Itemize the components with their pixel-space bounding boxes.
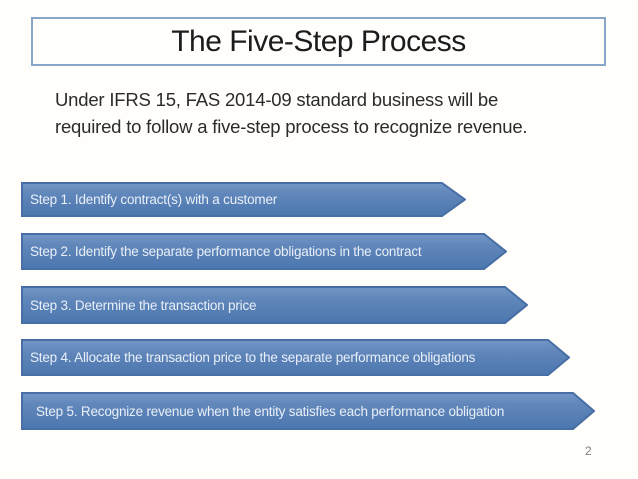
right-arrow-shape-icon <box>21 286 528 324</box>
slide-title: The Five-Step Process <box>171 24 466 58</box>
right-arrow-shape-icon <box>21 233 507 270</box>
step-arrow-2: Step 2. Identify the separate performanc… <box>21 233 507 270</box>
step-arrow-4: Step 4. Allocate the transaction price t… <box>21 339 570 376</box>
step-arrow-1: Step 1. Identify contract(s) with a cust… <box>21 182 466 217</box>
intro-line-2: required to follow a five-step process t… <box>55 116 528 137</box>
step-arrow-3: Step 3. Determine the transaction price <box>21 286 528 324</box>
step-label: Step 3. Determine the transaction price <box>30 297 257 313</box>
title-box: The Five-Step Process <box>31 17 606 66</box>
right-arrow-shape-icon <box>21 392 595 430</box>
step-label: Step 1. Identify contract(s) with a cust… <box>30 192 278 207</box>
step-label: Step 2. Identify the separate performanc… <box>30 244 422 259</box>
step-arrow-5: Step 5. Recognize revenue when the entit… <box>21 392 595 430</box>
right-arrow-shape-icon <box>21 182 466 217</box>
step-label: Step 4. Allocate the transaction price t… <box>30 350 476 365</box>
intro-line-1: Under IFRS 15, FAS 2014-09 standard busi… <box>55 89 499 110</box>
step-label: Step 5. Recognize revenue when the entit… <box>36 403 505 419</box>
intro-text: Under IFRS 15, FAS 2014-09 standard busi… <box>55 86 528 140</box>
right-arrow-shape-icon <box>21 339 570 376</box>
page-number: 2 <box>585 444 592 458</box>
